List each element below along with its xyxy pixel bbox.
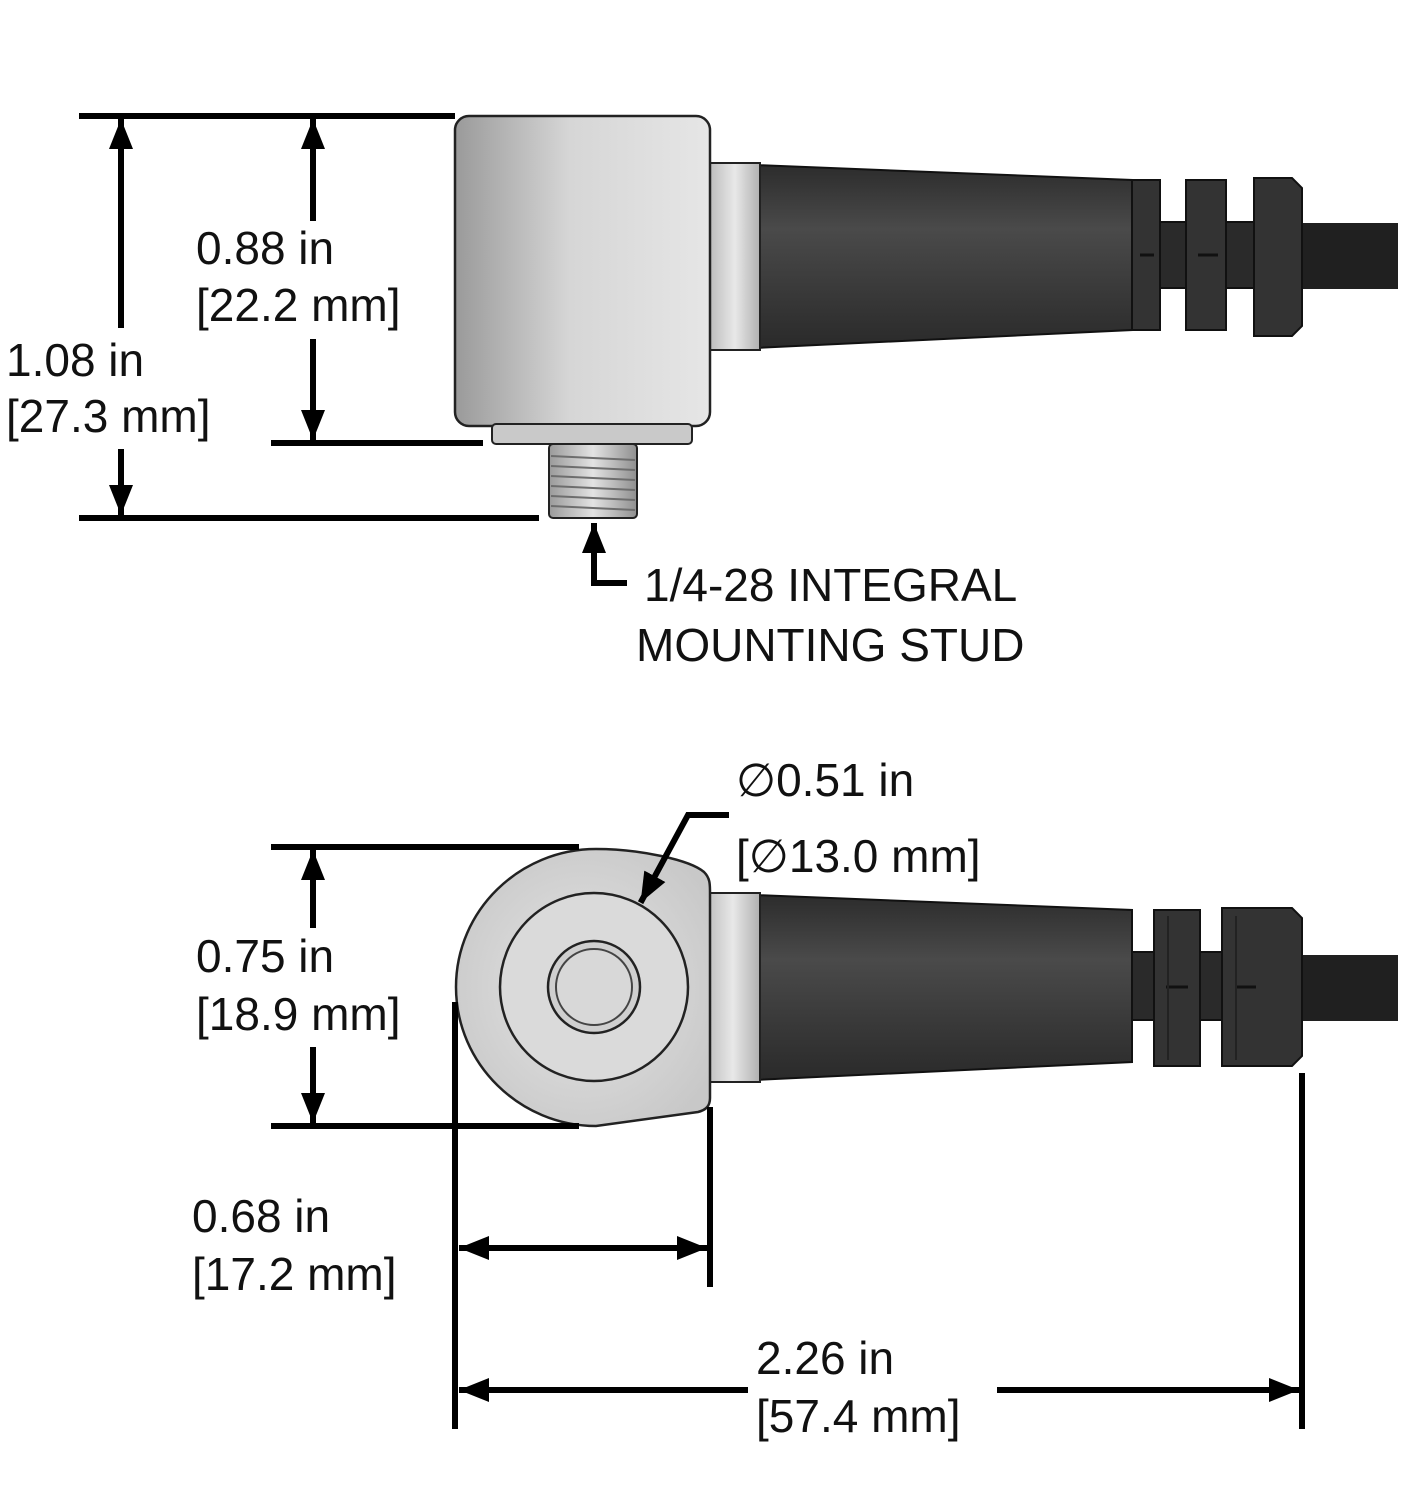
body-width-in: 0.75 in — [196, 930, 334, 982]
boot-top — [754, 893, 1133, 1082]
boot-ribs-top — [1131, 907, 1303, 1067]
sensor-body-side — [453, 114, 712, 428]
diameter-symbol: ∅ — [736, 754, 776, 806]
collar-side — [709, 162, 761, 351]
diameter-in: ∅0.51 in — [736, 754, 914, 806]
overall-height-mm: [27.3 mm] — [6, 390, 211, 442]
top-face-inner — [555, 948, 633, 1026]
base-lip — [491, 423, 693, 445]
cable-side — [1298, 223, 1398, 289]
diameter-mm-prefix: [ — [736, 830, 749, 882]
boot-side — [754, 163, 1133, 350]
overall-length-mm: [57.4 mm] — [756, 1390, 961, 1442]
side-view: 1.08 in [27.3 mm] 0.88 in [22.2 mm] 1/4-… — [6, 113, 1398, 671]
diameter-mm: [∅13.0 mm] — [736, 830, 981, 882]
diameter-symbol-mm: ∅ — [749, 830, 789, 882]
stud-threads — [550, 455, 636, 511]
boot-ribs-side — [1131, 177, 1303, 337]
collar-top — [705, 892, 761, 1083]
body-depth-in: 0.68 in — [192, 1190, 330, 1242]
diameter-mm-value: 13.0 mm] — [789, 830, 981, 882]
top-view: ∅0.51 in [∅13.0 mm] 0.75 in [18.9 mm] 0.… — [192, 754, 1398, 1442]
stud-label-line1: 1/4-28 INTEGRAL — [644, 559, 1017, 611]
overall-length-in: 2.26 in — [756, 1332, 894, 1384]
body-height-mm: [22.2 mm] — [196, 279, 401, 331]
stud-label-line2: MOUNTING STUD — [636, 619, 1024, 671]
stud-leader — [582, 523, 627, 586]
cable-top — [1298, 955, 1398, 1021]
diameter-in-value: 0.51 in — [776, 754, 914, 806]
diameter-leader — [637, 812, 729, 905]
body-height-in: 0.88 in — [196, 222, 334, 274]
overall-height-in: 1.08 in — [6, 334, 144, 386]
body-width-mm: [18.9 mm] — [196, 988, 401, 1040]
body-depth-mm: [17.2 mm] — [192, 1248, 397, 1300]
